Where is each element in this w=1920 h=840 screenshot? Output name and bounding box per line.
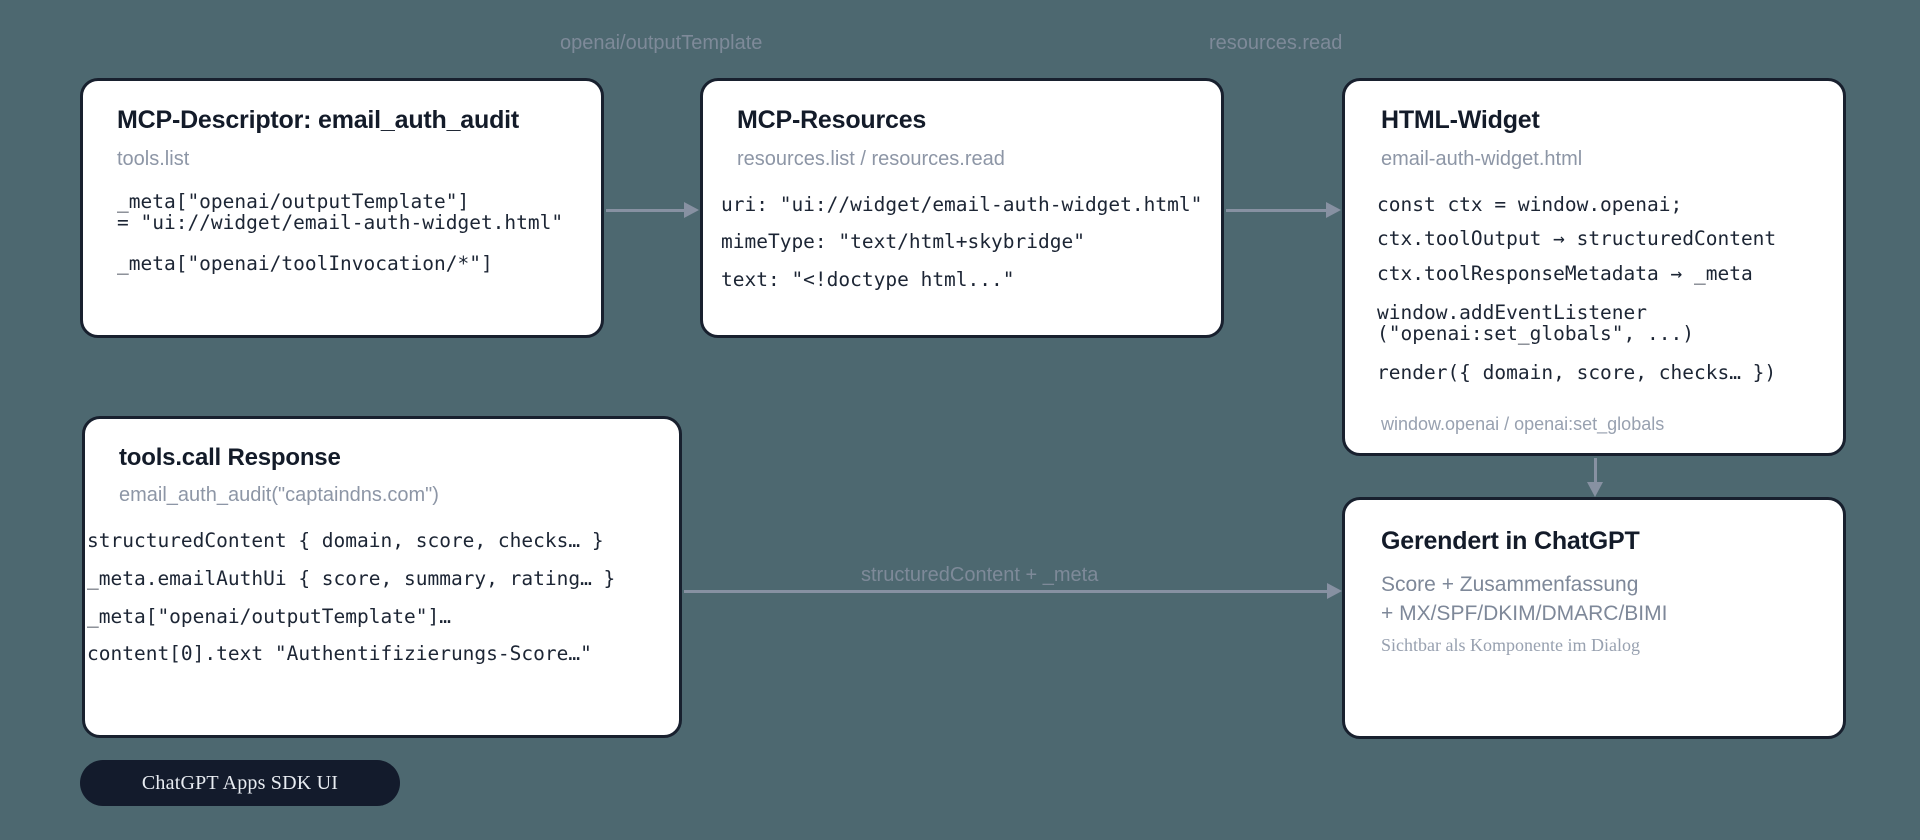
edge-label-structured-content-meta: structuredContent + _meta <box>861 564 1099 586</box>
card-subtitle: email_auth_audit("captaindns.com") <box>119 484 439 507</box>
code-line: text: "<!doctype html..." <box>721 267 1015 291</box>
code-line: _meta["openai/outputTemplate"]… <box>87 604 451 628</box>
card-title: MCP-Resources <box>737 106 927 134</box>
card-title: HTML-Widget <box>1381 106 1540 134</box>
card-footer-note: window.openai / openai:set_globals <box>1381 414 1665 434</box>
card-code: uri: "ui://widget/email-auth-widget.html… <box>721 191 1203 294</box>
card-mcp-descriptor[interactable]: MCP-Descriptor: email_auth_audit tools.l… <box>80 78 604 338</box>
arrow-head <box>1327 583 1342 599</box>
arrow-head <box>1587 482 1603 497</box>
code-line: mimeType: "text/html+skybridge" <box>721 230 1085 254</box>
arrow-shaft <box>1226 209 1326 212</box>
card-code: structuredContent { domain, score, check… <box>87 527 649 668</box>
code-line: = "ui://widget/email-auth-widget.html" <box>117 211 564 235</box>
edge-label-resources-read: resources.read <box>1209 32 1343 54</box>
arrow-shaft <box>1594 458 1597 482</box>
card-mcp-resources[interactable]: MCP-Resources resources.list / resources… <box>700 78 1224 338</box>
badge-label: ChatGPT Apps SDK UI <box>141 771 339 794</box>
card-title: tools.call Response <box>119 444 341 471</box>
card-tools-call-response[interactable]: tools.call Response email_auth_audit("ca… <box>82 416 682 738</box>
code-line: _meta["openai/toolInvocation/*"] <box>117 252 493 276</box>
card-subtitle: email-auth-widget.html <box>1381 147 1583 170</box>
card-subtitle: tools.list <box>117 147 190 170</box>
card-subtitle: resources.list / resources.read <box>737 147 1005 170</box>
arrow-shaft <box>684 590 1327 593</box>
edge-label-output-template: openai/outputTemplate <box>560 32 763 54</box>
arrow-shaft <box>606 209 684 212</box>
code-line: uri: "ui://widget/email-auth-widget.html… <box>721 192 1203 216</box>
code-line: structuredContent { domain, score, check… <box>87 529 604 553</box>
code-line: ctx.toolOutput → structuredContent <box>1377 227 1777 251</box>
code-line: const ctx = window.openai; <box>1377 192 1683 216</box>
code-line: ("openai:set_globals", ...) <box>1377 322 1694 346</box>
chatgpt-apps-sdk-ui-badge[interactable]: ChatGPT Apps SDK UI <box>80 760 400 806</box>
code-line: render({ domain, score, checks… }) <box>1377 361 1777 385</box>
card-html-widget[interactable]: HTML-Widget email-auth-widget.html const… <box>1342 78 1846 456</box>
arrow-head <box>1326 202 1341 218</box>
card-footer-wrap: window.openai / openai:set_globals <box>1381 414 1664 435</box>
code-line: _meta["openai/outputTemplate"] <box>117 189 470 213</box>
arrow-head <box>684 202 699 218</box>
rendered-summary: Score + Zusammenfassung + MX/SPF/DKIM/DM… <box>1381 570 1813 657</box>
card-gerendert-in-chatgpt[interactable]: Gerendert in ChatGPT Score + Zusammenfas… <box>1342 497 1846 739</box>
code-line: _meta.emailAuthUi { score, summary, rati… <box>87 567 616 591</box>
card-code: _meta["openai/outputTemplate"] = "ui://w… <box>117 189 571 278</box>
rendered-line: Score + Zusammenfassung <box>1381 572 1639 596</box>
code-line: window.addEventListener <box>1377 300 1648 324</box>
rendered-line: + MX/SPF/DKIM/DMARC/BIMI <box>1381 602 1668 626</box>
rendered-note: Sichtbar als Komponente im Dialog <box>1381 635 1640 656</box>
card-title: MCP-Descriptor: email_auth_audit <box>117 106 520 134</box>
card-title: Gerendert in ChatGPT <box>1381 527 1640 555</box>
code-line: content[0].text "Authentifizierungs-Scor… <box>87 642 592 666</box>
card-code: const ctx = window.openai; ctx.toolOutpu… <box>1377 191 1817 387</box>
code-line: ctx.toolResponseMetadata → _meta <box>1377 261 1753 285</box>
